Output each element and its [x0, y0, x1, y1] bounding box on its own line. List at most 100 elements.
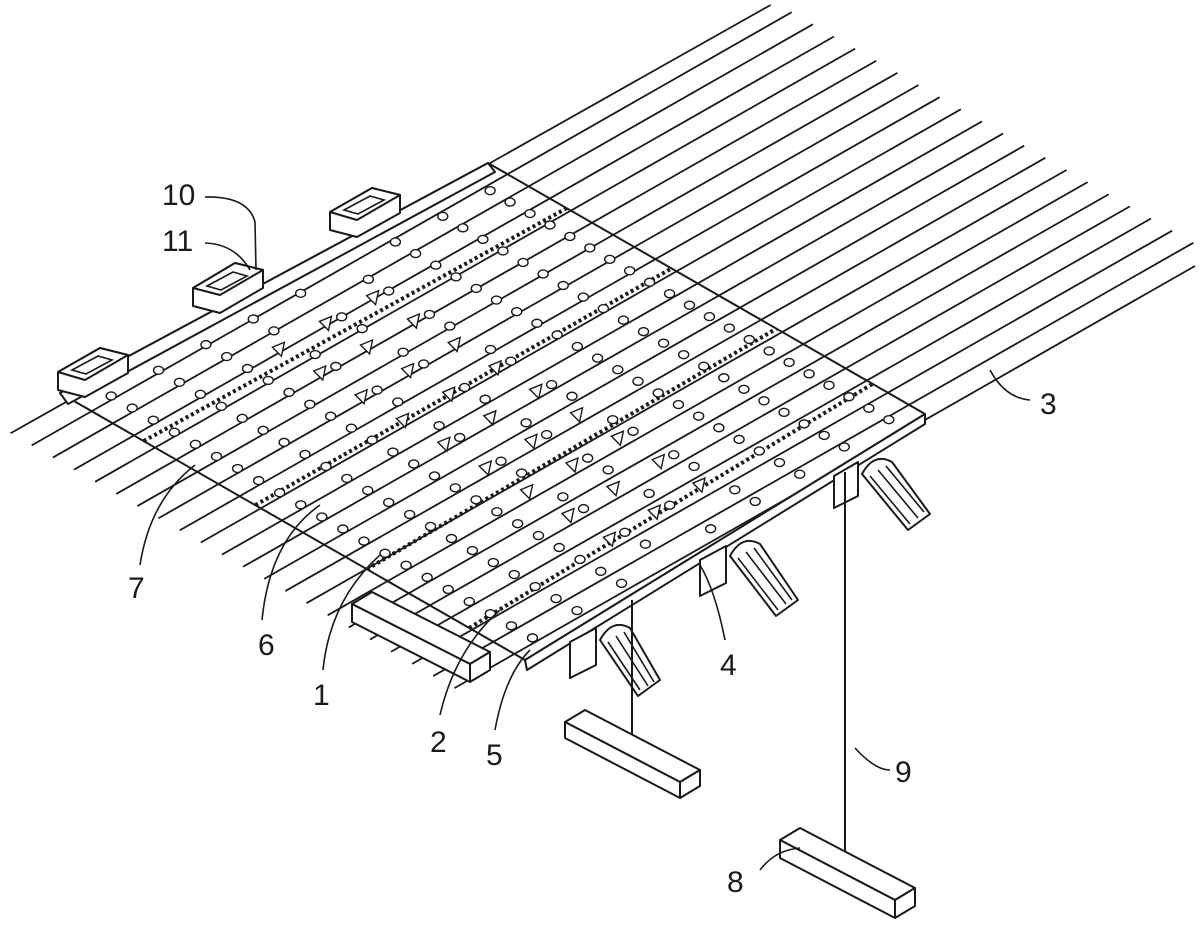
wedge-clip: [602, 531, 617, 548]
rear-support-left: [57, 347, 129, 398]
front-supports: [351, 458, 931, 919]
wedge-clip: [691, 476, 706, 494]
front-edge: [524, 413, 926, 671]
nodule: [604, 254, 616, 265]
nodule: [294, 288, 307, 299]
nodule: [729, 485, 741, 495]
nodule: [362, 274, 375, 285]
callout-10: 10: [162, 179, 195, 212]
leader-11: [204, 242, 251, 271]
wire: [327, 181, 1089, 617]
nodule: [320, 461, 332, 472]
nodule: [442, 584, 454, 595]
nodule: [168, 427, 181, 437]
nodule: [345, 423, 358, 433]
support-rail-left: [351, 591, 491, 683]
wedge-clip: [610, 430, 625, 447]
nodule: [713, 423, 725, 433]
nodule: [152, 365, 165, 375]
nodule: [639, 539, 652, 549]
counterweight-bar-front: [564, 709, 701, 799]
nodule: [283, 387, 295, 398]
nodule: [602, 465, 614, 475]
nodule: [491, 507, 503, 517]
callout-6: 6: [258, 629, 275, 662]
nodule: [778, 407, 790, 418]
nodule: [445, 533, 458, 544]
nodule: [703, 311, 716, 322]
nodule: [510, 306, 523, 317]
nodule: [733, 434, 745, 445]
nodule: [430, 260, 442, 270]
nodule: [615, 578, 628, 589]
wedge-clip: [646, 504, 662, 521]
nodule: [783, 357, 795, 368]
nodule: [495, 456, 507, 466]
wire: [432, 242, 1194, 677]
nodule: [444, 321, 456, 331]
nodule: [379, 548, 391, 558]
nodule: [362, 485, 374, 496]
nodule: [531, 318, 543, 328]
leader-lines: [139, 196, 1031, 871]
nodule: [457, 223, 469, 233]
nodule: [403, 509, 416, 520]
rear-flange: [59, 162, 496, 405]
wedge-clip: [446, 336, 462, 353]
nodule: [584, 243, 596, 253]
nodule: [798, 419, 810, 429]
wedge-clip: [312, 364, 327, 382]
wire: [284, 157, 1046, 592]
wedge-clip: [406, 312, 421, 330]
nodule: [564, 231, 576, 242]
rear-support-middle: [192, 262, 264, 314]
nodule: [397, 347, 409, 357]
nodule: [470, 495, 482, 505]
nodule: [550, 593, 562, 604]
wedge-clip: [523, 433, 538, 450]
nodule: [231, 463, 244, 474]
nodule: [417, 359, 430, 369]
nodule: [526, 633, 539, 643]
nodule: [749, 496, 761, 507]
nodule: [189, 439, 202, 450]
nodule: [278, 437, 290, 448]
leader-4: [699, 564, 726, 641]
nodule: [551, 330, 563, 340]
leader-5: [494, 649, 531, 731]
callout-1: 1: [313, 679, 330, 712]
nodule: [738, 384, 750, 394]
leader-6: [261, 504, 321, 621]
nodule: [470, 283, 482, 294]
nodule: [683, 300, 696, 310]
nodule: [337, 524, 349, 534]
transverse-bar: [142, 206, 568, 443]
nodule: [672, 399, 685, 410]
wedge-clip: [318, 315, 333, 332]
nodule: [341, 473, 353, 484]
nodule: [200, 339, 212, 350]
nodule: [688, 461, 700, 472]
nodule: [316, 512, 328, 522]
nodule: [433, 420, 445, 431]
nodule: [383, 497, 395, 508]
nodule: [484, 185, 496, 196]
nodule: [617, 315, 630, 325]
nodule: [421, 572, 433, 583]
wire: [306, 169, 1067, 604]
nodule: [597, 303, 610, 314]
nodule: [574, 554, 586, 565]
nodule: [511, 518, 524, 529]
nodule: [838, 442, 850, 452]
rear-supports: [57, 187, 401, 398]
nodule: [566, 391, 578, 401]
leader-8: [759, 847, 801, 871]
nodule: [818, 430, 830, 441]
nodule: [147, 415, 159, 425]
nodule: [268, 326, 280, 336]
nodule: [723, 323, 736, 333]
nodule: [524, 208, 536, 219]
nodule: [210, 451, 223, 462]
nodule: [257, 425, 269, 436]
nodule: [571, 605, 583, 616]
